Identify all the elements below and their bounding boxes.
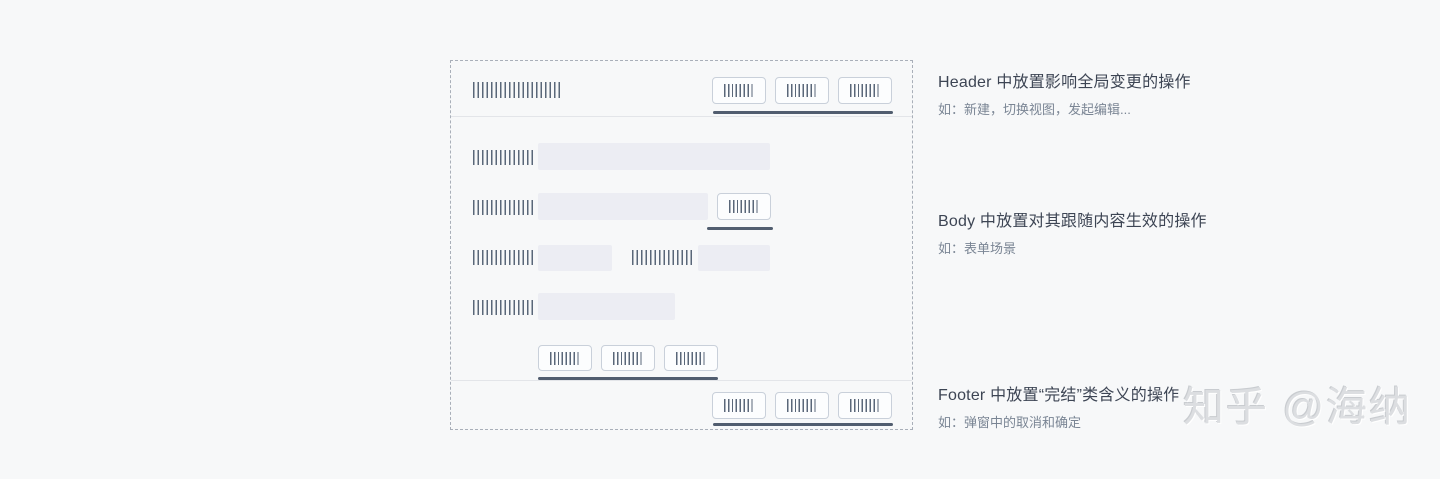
body-button-1[interactable] [538,345,592,371]
header-button-2[interactable] [775,77,829,104]
button-label-placeholder [850,84,880,97]
header-body-divider [451,116,912,117]
footer-button-2[interactable] [775,392,829,419]
dialog-wireframe-panel [450,60,913,430]
body-button-group [538,345,718,371]
annotation-body-title: Body 中放置对其跟随内容生效的操作 [938,213,1207,230]
button-label-placeholder [787,399,817,412]
header-button-3[interactable] [838,77,892,104]
form-input-placeholder[interactable] [538,193,708,220]
annotation-header: Header 中放置影响全局变更的操作 如：新建，切换视图，发起编辑... [938,73,1268,118]
body-inline-button-underline [707,227,773,230]
annotation-footer-title: Footer 中放置“完结”类含义的操作 [938,387,1180,404]
annotation-header-example: 如：新建，切换视图，发起编辑... [938,102,1131,117]
form-input-placeholder[interactable] [538,293,675,320]
footer-button-1[interactable] [712,392,766,419]
body-button-3[interactable] [664,345,718,371]
footer-button-group [712,392,892,419]
body-inline-button[interactable] [717,193,771,220]
annotation-body-example: 如：表单场景 [938,241,1017,256]
zhihu-watermark: 知乎 @海纳 [1183,384,1413,430]
form-input-placeholder[interactable] [538,245,612,271]
form-label-placeholder [473,200,533,215]
button-label-placeholder [724,399,754,412]
button-label-placeholder [787,84,817,97]
body-button-2[interactable] [601,345,655,371]
header-button-group [712,77,892,104]
annotation-footer: Footer 中放置“完结”类含义的操作 如：弹窗中的取消和确定 [938,386,1268,431]
form-label-placeholder [473,300,533,315]
form-input-placeholder[interactable] [538,143,770,170]
header-title-placeholder [473,82,563,98]
form-label-placeholder [632,250,692,265]
button-label-placeholder [676,351,706,365]
header-button-1[interactable] [712,77,766,104]
button-label-placeholder [850,399,880,412]
annotation-footer-example: 如：弹窗中的取消和确定 [938,415,1082,430]
footer-buttons-underline [713,423,893,426]
button-label-placeholder [724,84,754,97]
button-label-placeholder [550,351,580,365]
annotation-header-title: Header 中放置影响全局变更的操作 [938,74,1191,91]
body-footer-divider [451,380,912,381]
form-label-placeholder [473,250,533,265]
form-input-placeholder[interactable] [698,245,770,271]
button-label-placeholder [729,200,759,213]
annotation-body: Body 中放置对其跟随内容生效的操作 如：表单场景 [938,212,1268,257]
header-highlight-underline [713,111,893,114]
body-buttons-underline [538,377,718,380]
form-label-placeholder [473,150,533,165]
button-label-placeholder [613,351,643,365]
footer-button-3[interactable] [838,392,892,419]
